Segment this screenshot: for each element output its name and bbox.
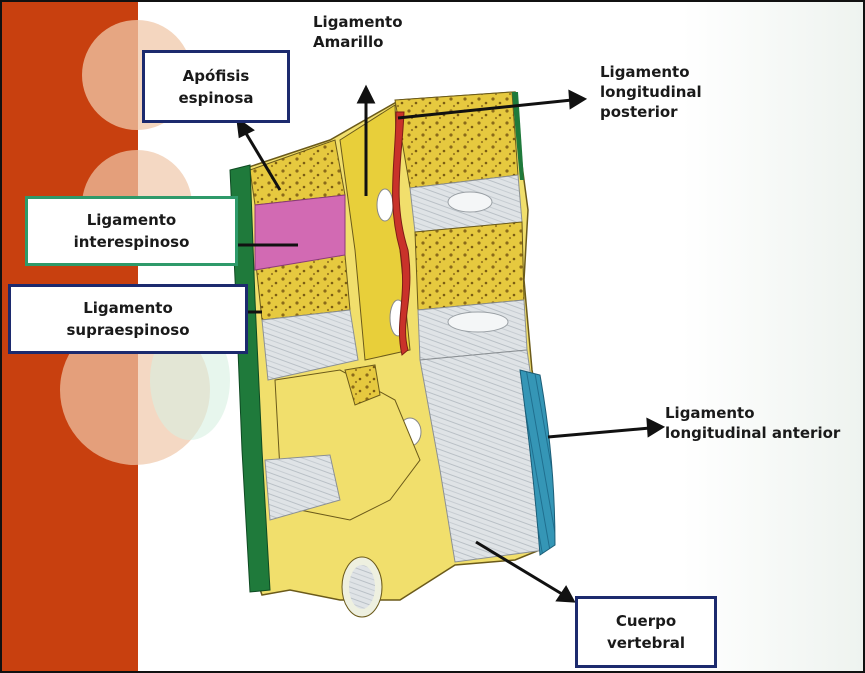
label-amarillo-text: Ligamento Amarillo xyxy=(313,12,403,52)
label-cuerpo-text: Cuerpo vertebral xyxy=(607,610,685,654)
arrow-long-anterior xyxy=(548,428,650,437)
nucleus-middle xyxy=(448,312,508,332)
arrowhead-long-posterior xyxy=(570,92,584,107)
label-apofisis-espinosa: Apófisis espinosa xyxy=(142,50,290,123)
label-cuerpo-vertebral: Cuerpo vertebral xyxy=(575,596,717,668)
nucleus-upper xyxy=(448,192,492,212)
label-long-anterior-text: Ligamento longitudinal anterior xyxy=(665,403,840,443)
label-interespinoso-text: Ligamento interespinoso xyxy=(74,209,190,253)
foramen-upper xyxy=(377,189,393,221)
label-apofisis-text: Apófisis espinosa xyxy=(178,65,253,109)
label-ligamento-longitudinal-anterior: Ligamento longitudinal anterior xyxy=(665,403,840,443)
label-supraespinoso-text: Ligamento supraespinoso xyxy=(66,297,189,341)
label-ligamento-supraespinoso: Ligamento supraespinoso xyxy=(8,284,248,354)
cut-process-inner xyxy=(349,565,375,609)
label-ligamento-longitudinal-posterior: Ligamento longitudinal posterior xyxy=(600,62,702,122)
vertebral-body-middle xyxy=(415,222,524,310)
label-long-posterior-text: Ligamento longitudinal posterior xyxy=(600,62,702,122)
label-ligamento-interespinoso: Ligamento interespinoso xyxy=(25,196,238,266)
arrowhead-cuerpo xyxy=(558,588,573,601)
arrowhead-long-anterior xyxy=(648,420,662,435)
arrowhead-amarillo xyxy=(359,88,373,102)
label-ligamento-amarillo: Ligamento Amarillo xyxy=(313,12,403,52)
spinous-process-upper xyxy=(250,140,345,205)
